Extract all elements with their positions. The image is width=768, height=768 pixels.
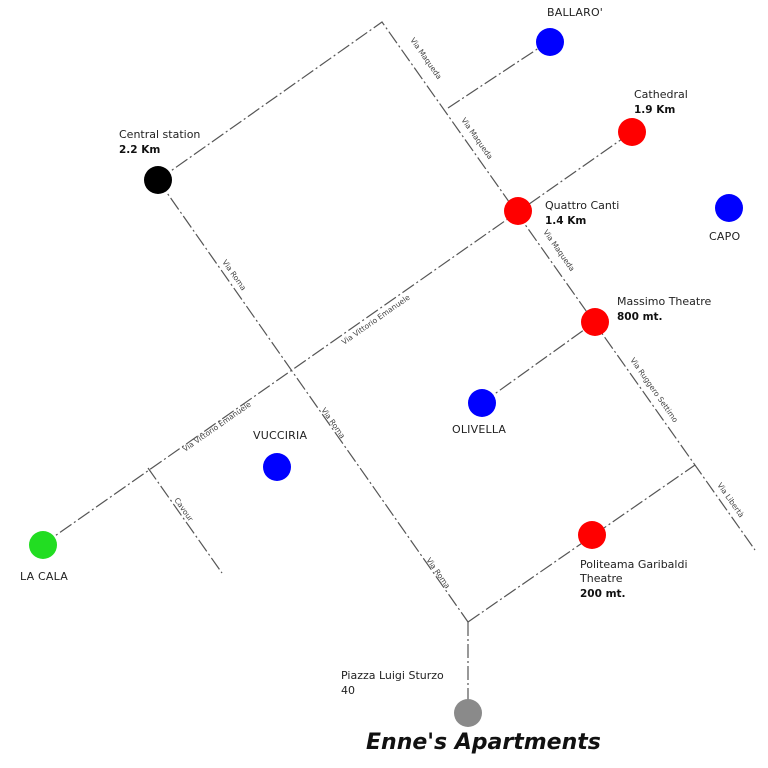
central-station-marker[interactable]: [144, 166, 172, 194]
olivella-marker[interactable]: [468, 389, 496, 417]
road-vittorio-emanuele: [41, 131, 633, 546]
page-title: Enne's Apartments: [366, 730, 601, 755]
capo-marker[interactable]: [715, 194, 743, 222]
street-label-maqueda-3: Via Maqueda: [541, 228, 576, 273]
vucciria-label: VUCCIRIA: [253, 429, 307, 442]
home-marker[interactable]: [454, 699, 482, 727]
cathedral-distance: 1.9 Km: [634, 104, 675, 116]
vucciria-marker[interactable]: [263, 453, 291, 481]
massimo-theatre-distance: 800 mt.: [617, 311, 663, 323]
massimo-theatre-label: Massimo Theatre: [617, 295, 711, 308]
street-label-maqueda-2: Via Maqueda: [459, 116, 494, 161]
cathedral-label: Cathedral: [634, 88, 688, 101]
massimo-theatre-marker[interactable]: [581, 308, 609, 336]
la-cala-label: LA CALA: [20, 570, 68, 583]
road-ballaro-spur: [447, 41, 549, 109]
road-via-roma: [157, 179, 469, 623]
street-label-roma-2: Via Roma: [319, 406, 347, 440]
central-station-distance: 2.2 Km: [119, 144, 160, 156]
markers: [29, 28, 743, 727]
home-label-line2: 40: [341, 684, 355, 697]
road-maqueda-top: [157, 21, 756, 551]
quattro-canti-label: Quattro Canti: [545, 199, 619, 212]
home-label-line1: Piazza Luigi Sturzo: [341, 669, 444, 682]
ballaro-marker[interactable]: [536, 28, 564, 56]
politeama-distance: 200 mt.: [580, 588, 626, 600]
central-station-label: Central station: [119, 128, 200, 141]
road-olivella-spur: [481, 321, 596, 404]
street-label-roma-3: Via Roma: [424, 556, 452, 590]
la-cala-marker[interactable]: [29, 531, 57, 559]
cathedral-marker[interactable]: [618, 118, 646, 146]
politeama-label-line1: Politeama Garibaldi: [580, 558, 688, 571]
olivella-label: OLIVELLA: [452, 423, 506, 436]
road-network: [41, 21, 756, 712]
politeama-marker[interactable]: [578, 521, 606, 549]
street-label-maqueda-1: Via Maqueda: [408, 36, 443, 81]
quattro-canti-marker[interactable]: [504, 197, 532, 225]
street-label-vittorio-2: Via Vittorio Emanuele: [181, 399, 253, 453]
politeama-label-line2: Theatre: [579, 572, 623, 585]
street-label-vittorio-1: Via Vittorio Emanuele: [340, 292, 412, 346]
road-cavour: [147, 467, 223, 574]
capo-label: CAPO: [709, 230, 740, 243]
ballaro-label: BALLARO': [547, 6, 603, 19]
quattro-canti-distance: 1.4 Km: [545, 215, 586, 227]
place-labels: Central station 2.2 Km BALLARO' Cathedra…: [20, 6, 740, 697]
street-label-ruggero-settimo: Via Ruggero Settimo: [628, 356, 680, 425]
